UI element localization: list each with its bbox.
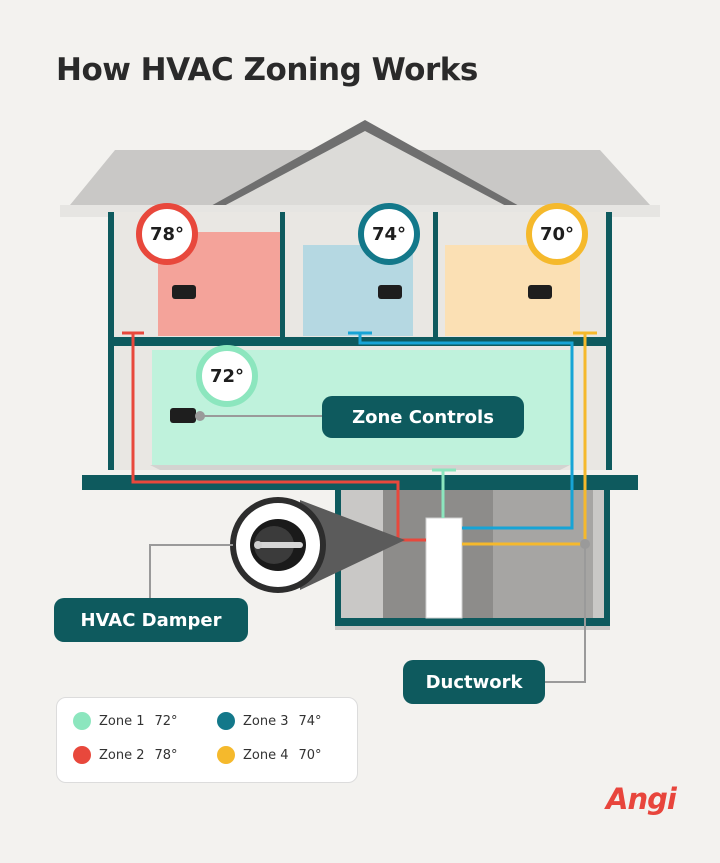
legend: Zone 1 72° Zone 3 74° Zone 2 78° Zone 4 … bbox=[56, 697, 358, 783]
legend-item-zone3: Zone 3 74° bbox=[217, 712, 322, 730]
legend-zone-temp: 78° bbox=[154, 747, 178, 763]
legend-swatch bbox=[217, 712, 235, 730]
legend-item-zone4: Zone 4 70° bbox=[217, 746, 322, 764]
furnace bbox=[425, 517, 463, 619]
duct-zone2 bbox=[131, 333, 426, 542]
zone-controls-label: Zone Controls bbox=[322, 396, 524, 438]
hvac-damper-label: HVAC Damper bbox=[54, 598, 248, 642]
thermostat-device-zone3 bbox=[378, 285, 402, 299]
thermostat-zone1: 72° bbox=[196, 345, 258, 407]
thermostat-zone4: 70° bbox=[526, 203, 588, 265]
legend-item-zone1: Zone 1 72° bbox=[73, 712, 178, 730]
angi-logo: Angi bbox=[606, 782, 677, 816]
legend-zone-name: Zone 3 bbox=[243, 713, 289, 729]
legend-swatch bbox=[217, 746, 235, 764]
legend-zone-temp: 72° bbox=[154, 713, 178, 729]
legend-item-zone2: Zone 2 78° bbox=[73, 746, 178, 764]
page-title: How HVAC Zoning Works bbox=[56, 52, 478, 88]
thermostat-device-zone2 bbox=[172, 285, 196, 299]
ductwork-label: Ductwork bbox=[403, 660, 545, 704]
legend-swatch bbox=[73, 712, 91, 730]
duct-zone3 bbox=[358, 333, 574, 530]
legend-zone-temp: 70° bbox=[298, 747, 322, 763]
legend-zone-name: Zone 4 bbox=[243, 747, 289, 763]
thermostat-device-zone1 bbox=[170, 408, 196, 423]
thermostat-zone3: 74° bbox=[358, 203, 420, 265]
legend-zone-name: Zone 2 bbox=[99, 747, 145, 763]
thermostat-zone2: 78° bbox=[136, 203, 198, 265]
legend-zone-temp: 74° bbox=[298, 713, 322, 729]
thermostat-device-zone4 bbox=[528, 285, 552, 299]
legend-swatch bbox=[73, 746, 91, 764]
damper-magnifier-beam bbox=[300, 500, 405, 590]
legend-zone-name: Zone 1 bbox=[99, 713, 145, 729]
